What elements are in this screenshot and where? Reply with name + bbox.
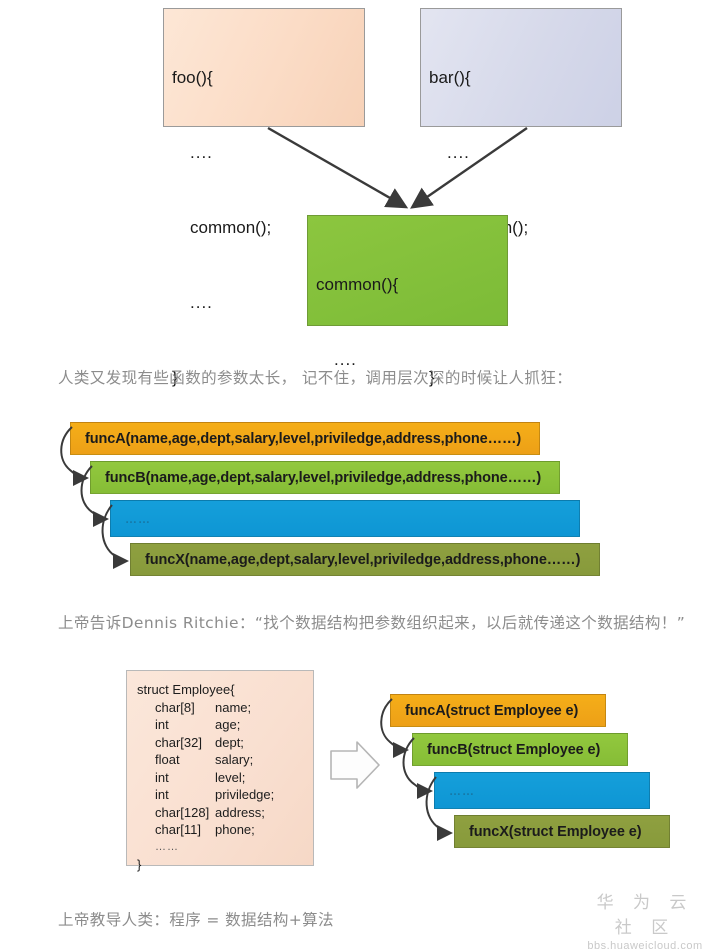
foo-line-4: ....	[190, 293, 213, 312]
code-box-bar: bar(){ .... common(); .... }	[420, 8, 622, 387]
struct-ellipsis: ……	[155, 840, 179, 853]
struct-field-row: char[8]name;	[155, 699, 252, 715]
code-box-common: common(){ .... .... }	[307, 215, 508, 519]
func-bar-a-struct: funcA(struct Employee e)	[390, 694, 606, 727]
func-bar-a-long: funcA(name,age,dept,salary,level,privile…	[70, 422, 540, 455]
page-canvas: foo(){ .... common(); .... } bar(){ ....…	[58, 8, 702, 952]
common-line-1: common(){	[316, 275, 399, 294]
common-line-2: ....	[334, 350, 357, 369]
func-bar-x-long-label: funcX(name,age,dept,salary,level,privile…	[145, 551, 581, 568]
func-bar-x-struct: funcX(struct Employee e)	[454, 815, 670, 848]
func-bar-ellipsis-long: ……	[110, 500, 580, 537]
struct-field-row: char[11]phone;	[155, 822, 255, 837]
struct-field-row: char[32]dept;	[155, 734, 244, 750]
func-bar-b-long-label: funcB(name,age,dept,salary,level,privile…	[105, 469, 542, 486]
bar-line-5: }	[429, 368, 435, 387]
foo-line-5: }	[172, 368, 178, 387]
func-bar-x-long: funcX(name,age,dept,salary,level,privile…	[130, 543, 600, 576]
watermark: 华 为 云 社 区 bbs.huaweicloud.com	[580, 888, 710, 952]
foo-line-1: foo(){	[172, 68, 213, 87]
func-bar-ellipsis-struct-label: ……	[449, 783, 475, 798]
right-block-arrow-icon	[330, 741, 380, 789]
func-bar-ellipsis-long-label: ……	[125, 511, 151, 526]
func-bar-a-long-label: funcA(name,age,dept,salary,level,privile…	[85, 430, 522, 447]
func-bar-a-struct-label: funcA(struct Employee e)	[405, 702, 579, 719]
func-bar-ellipsis-struct: ……	[434, 772, 650, 809]
func-bar-b-long: funcB(name,age,dept,salary,level,privile…	[90, 461, 560, 494]
struct-title: struct Employee{	[137, 682, 235, 697]
code-box-foo: foo(){ .... common(); .... }	[163, 8, 365, 387]
paragraph-text-2: 上帝告诉Dennis Ritchie：“找个数据结构把参数组织起来，以后就传递这…	[58, 614, 686, 632]
paragraph-text-1: 人类又发现有些函数的参数太长， 记不住，调用层次深的时候让人抓狂：	[58, 369, 573, 387]
watermark-url: bbs.huaweicloud.com	[587, 940, 703, 952]
func-bar-x-struct-label: funcX(struct Employee e)	[469, 823, 642, 840]
foo-line-3: common();	[190, 218, 272, 237]
func-bar-b-struct: funcB(struct Employee e)	[412, 733, 628, 766]
bar-line-2: ....	[447, 143, 470, 162]
bar-line-1: bar(){	[429, 68, 471, 87]
struct-closing-brace: }	[137, 857, 142, 872]
paragraph-text-3: 上帝教导人类：程序 = 数据结构+算法	[58, 911, 334, 929]
foo-line-2: ....	[190, 143, 213, 162]
struct-field-row: char[128]address;	[155, 804, 265, 820]
func-bar-b-struct-label: funcB(struct Employee e)	[427, 741, 601, 758]
